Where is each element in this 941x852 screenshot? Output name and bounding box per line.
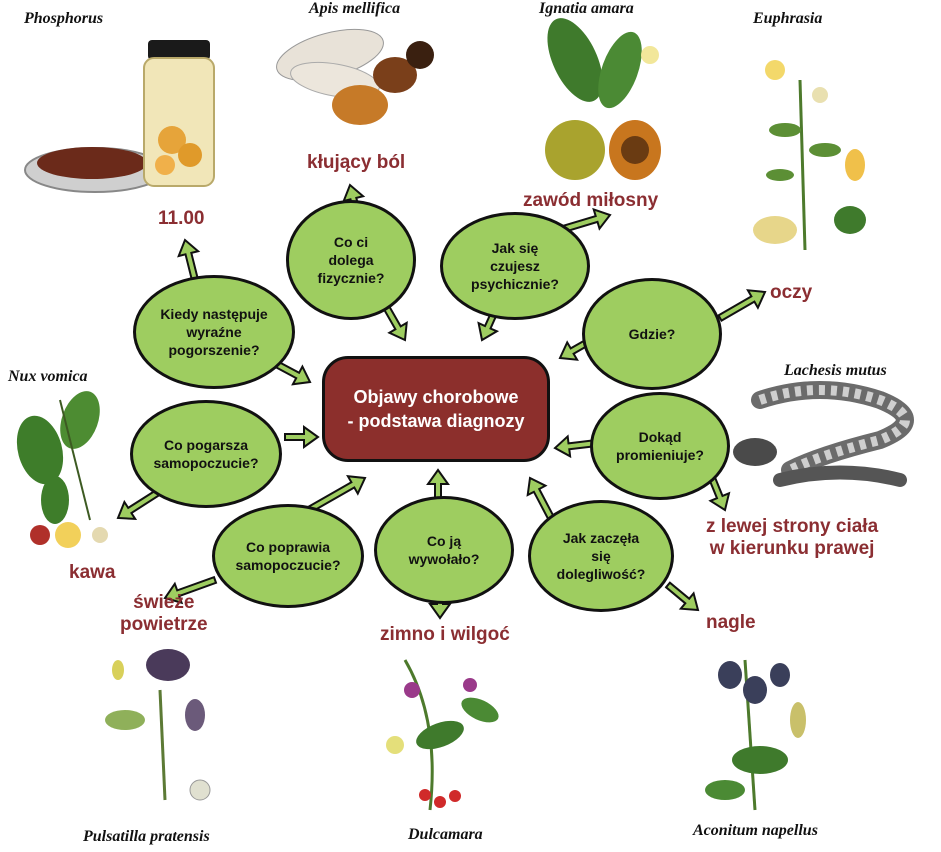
- bubble-when-worse: Kiedy następuje wyraźne pogorszenie?: [133, 275, 295, 389]
- arrow-13: [707, 475, 731, 512]
- bubble-radiates: Dokąd promieniuje?: [590, 392, 730, 500]
- species-ignatia-amara: Ignatia amara: [539, 0, 634, 17]
- answer-cold: zimno i wilgoć: [380, 624, 510, 645]
- aconitum-illustration: [705, 659, 806, 811]
- species-aconitum-napellus: Aconitum napellus: [693, 822, 818, 839]
- bubble-cause: Co ją wywołało?: [374, 496, 514, 604]
- answer-sudden: nagle: [706, 612, 756, 633]
- answer-air: świeże powietrze: [120, 592, 208, 635]
- bubble-psychic: Jak się czujesz psychicznie?: [440, 212, 590, 320]
- answer-time: 11.00: [158, 208, 205, 229]
- species-apis-mellifica: Apis mellifica: [309, 0, 401, 17]
- answer-coffee: kawa: [69, 562, 116, 583]
- species-phosphorus: Phosphorus: [24, 10, 104, 27]
- nux-vomica-illustration: [16, 391, 108, 548]
- bubble-physical: Co ci dolega fizycznie?: [286, 200, 416, 320]
- arrow-6: [426, 468, 450, 499]
- ignatia-illustration: [545, 18, 661, 180]
- answer-side: z lewej strony ciała w kierunku prawej: [706, 516, 879, 559]
- arrow-4: [284, 425, 320, 449]
- bubble-worse: Co pogarsza samopoczucie?: [130, 400, 282, 508]
- bubble-where: Gdzie?: [582, 278, 722, 390]
- bee-illustration: [276, 28, 434, 125]
- arrow-14: [664, 581, 700, 612]
- species-nux-vomica: Nux vomica: [8, 368, 88, 385]
- bubble-better: Co poprawia samopoczucie?: [212, 504, 364, 608]
- central-node: Objawy chorobowe - podstawa diagnozy: [322, 356, 550, 462]
- species-lachesis-mutus: Lachesis mutus: [784, 362, 887, 379]
- arrow-16: [163, 575, 218, 605]
- bubble-onset: Jak zaczęła się dolegliwość?: [528, 500, 674, 612]
- answer-pain: kłujący ból: [307, 152, 406, 173]
- answer-eyes: oczy: [770, 282, 813, 303]
- species-pulsatilla-pratensis: Pulsatilla pratensis: [83, 828, 210, 845]
- species-euphrasia: Euphrasia: [753, 10, 823, 27]
- phosphorus-illustration: [24, 40, 215, 193]
- dulcamara-illustration: [386, 659, 499, 811]
- snake-illustration: [733, 381, 914, 487]
- answer-love: zawód miłosny: [523, 190, 659, 211]
- arrow-12: [717, 289, 767, 322]
- arrow-9: [177, 238, 201, 282]
- pulsatilla-illustration: [105, 649, 211, 801]
- euphrasia-illustration: [753, 60, 866, 251]
- species-dulcamara: Dulcamara: [408, 826, 483, 843]
